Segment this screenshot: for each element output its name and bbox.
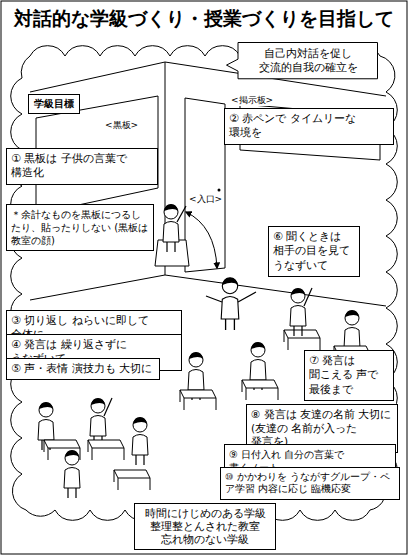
class-goal-sign: 学級目標 [28,94,80,114]
note-box: ⑤ 声・表情 演技力も 大切に [6,358,160,380]
wall-label: <入口> [188,194,223,205]
wall-label: <掲示板> [230,95,274,106]
dialogue-arrow [186,212,217,268]
raised-arm [104,398,112,416]
student-figure [132,417,148,465]
speech-bubble: 自己内対話を促し 交流的自我の確立を [226,42,378,79]
bubble-shape [227,43,378,79]
note-text: ② 赤ペンで タイムリーな 環境を [229,112,389,141]
class-ideal-box: 時間にけじめのある学級 整理整とんされた教室 忘れ物のない学級 [134,503,276,550]
thought-cloud [11,46,398,521]
desk [88,440,124,460]
note-text: ⑦ 発言は 聞こえる 声で 最後まで [309,354,389,397]
wall-label: <黒板> [104,120,139,131]
student-figure [290,288,306,336]
note-box: ① 黒板は 子供の言葉で 構造化 [6,148,158,185]
entrance-door [185,98,225,272]
raised-arm [177,206,186,222]
note-text: ＊余計なものを黒板につるしたり、貼ったりしない (黒板は教室の顔) [11,208,149,247]
title-text: 対話的な学級づくり・授業づくりを目指して [0,6,408,31]
note-text: 自己内対話を促し 交流的自我の確立を [244,47,372,74]
desk [180,390,216,410]
note-text: ⑧ 発言は 友達の名前 大切に [251,408,393,422]
note-box: ⑩ かかわりを うながすグループ・ペア学習 内容に応じ 臨機応変 [220,467,400,500]
floor-line [30,275,386,306]
note-box: ⑥ 聞くときは 相手の目を見て うなずいて [268,226,360,277]
desk [242,380,278,400]
note-text: ⑩ かかわりを うながすグループ・ペア学習 内容に応じ 臨機応変 [225,471,395,496]
note-text: ① 黒板は 子供の言葉で 構造化 [11,152,153,181]
teacher-arms [206,292,256,302]
note-box: ② 赤ペンで タイムリーな 環境を [224,108,394,145]
student-figure [64,450,80,498]
speaking-child [163,204,179,252]
note-text: ⑤ 声・表情 演技力も 大切に [11,362,155,376]
podium [155,240,189,266]
teacher-figure [221,277,239,330]
note-text: ⑥ 聞くときは 相手の目を見て うなずいて [273,230,355,273]
raised-arm [304,288,312,306]
student-figure [90,398,106,446]
note-text: 時間にけじめのある学級 整理整とんされた教室 忘れ物のない学級 [139,507,271,546]
desk [114,470,150,490]
note-box: ＊余計なものを黒板につるしたり、貼ったりしない (黒板は教室の顔) [6,204,154,251]
note-box: ⑦ 発言は 聞こえる 声で 最後まで [304,350,394,401]
note-text: 学級目標 [33,98,75,110]
door-knob [218,189,221,192]
